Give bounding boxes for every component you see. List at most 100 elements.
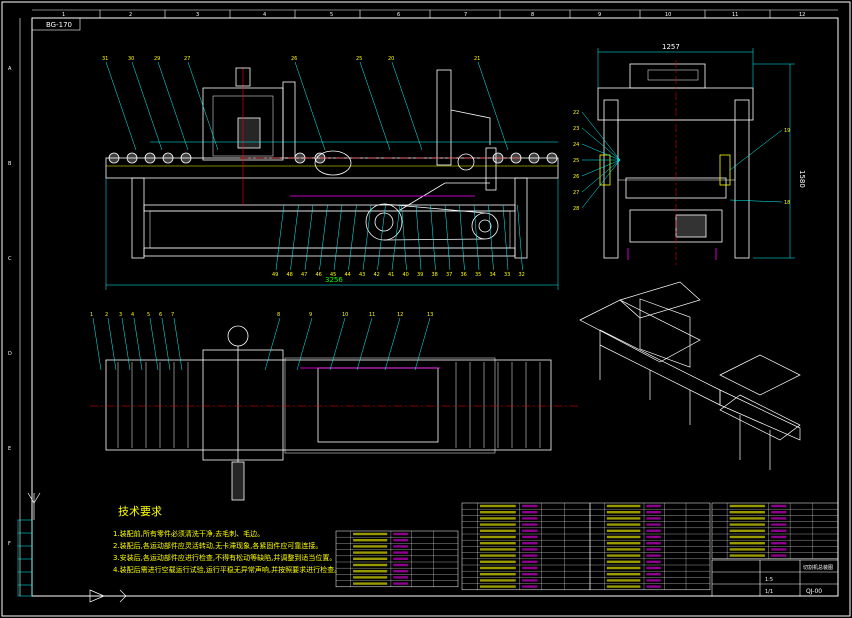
leader-line <box>333 204 343 271</box>
parts-table-entry <box>606 554 641 557</box>
parts-table-entry <box>646 585 661 588</box>
title-block-name: 切割机总装图 <box>803 564 833 571</box>
leader-line <box>131 61 163 151</box>
parts-table-entry <box>606 560 641 563</box>
parts-table-entry <box>606 529 641 532</box>
plan-callout-12: 12 <box>397 312 403 318</box>
parts-table-entry <box>479 560 516 563</box>
side-callout-26: 26 <box>573 174 579 180</box>
front-callout-48: 48 <box>287 272 293 278</box>
leader-line <box>173 317 183 371</box>
parts-table-entry <box>771 517 787 520</box>
leader-line <box>377 204 386 271</box>
parts-table-entry <box>771 511 787 514</box>
leader-line <box>729 129 783 171</box>
zone-number-9: 9 <box>598 12 601 18</box>
parts-table-entry <box>522 554 538 557</box>
leader-line <box>391 61 423 151</box>
parts-table-entry <box>606 566 641 570</box>
front-callout-20: 20 <box>388 56 394 62</box>
parts-table-entry <box>353 563 388 567</box>
drawing-code-text: BG-170 <box>46 21 72 29</box>
parts-table-entry <box>393 532 408 536</box>
leader-line <box>105 61 137 151</box>
parts-table-entry <box>479 517 516 520</box>
front-callout-27: 27 <box>184 56 190 62</box>
parts-table-entry <box>522 504 538 508</box>
leader-line <box>359 61 391 151</box>
front-callout-34: 34 <box>490 272 496 278</box>
parts-table-entry <box>479 504 516 508</box>
leader-line <box>581 111 621 161</box>
zone-letter-C: C <box>8 256 12 262</box>
parts-table-entry <box>771 548 787 551</box>
zone-number-8: 8 <box>531 12 534 18</box>
parts-table-entry <box>393 557 408 560</box>
parts-table-entry <box>606 579 641 582</box>
zone-letter-D: D <box>8 351 12 357</box>
parts-table-entry <box>646 554 661 557</box>
parts-table-entry <box>479 579 516 582</box>
parts-table-entry <box>606 535 641 539</box>
plan-callout-5: 5 <box>147 312 150 318</box>
leader-line <box>414 317 431 371</box>
parts-table-entry <box>646 523 661 526</box>
view-arrow-markers <box>27 492 132 603</box>
leader-line <box>362 204 372 271</box>
side-callout-22: 22 <box>573 110 579 116</box>
front-callout-45: 45 <box>330 272 336 278</box>
plan-callout-6: 6 <box>159 312 162 318</box>
front-callout-43: 43 <box>359 272 365 278</box>
front-callout-44: 44 <box>345 272 351 278</box>
parts-table-entry <box>771 523 787 526</box>
leader-line <box>319 204 328 271</box>
parts-table-entry <box>479 542 516 545</box>
front-length-label: 3256 <box>325 276 343 284</box>
parts-table-entry <box>353 545 388 548</box>
side-dimensions <box>597 48 795 259</box>
title-block-sheet: 1/1 <box>765 589 773 595</box>
plan-callout-9: 9 <box>309 312 312 318</box>
side-callout-19: 19 <box>784 128 790 134</box>
parts-table-entry <box>479 585 516 588</box>
leader-line <box>729 199 783 203</box>
parts-table-entry <box>353 576 388 579</box>
front-callout-36: 36 <box>461 272 467 278</box>
parts-table-entry <box>479 529 516 532</box>
zone-number-7: 7 <box>464 12 467 18</box>
parts-table-entry <box>646 511 661 514</box>
parts-table-entry <box>353 582 388 585</box>
zone-number-2: 2 <box>129 12 132 18</box>
parts-table-entry <box>729 542 765 545</box>
front-callout-46: 46 <box>316 272 322 278</box>
drawing-code-box <box>31 17 81 31</box>
plan-view <box>105 325 552 501</box>
leader-line <box>264 317 281 371</box>
parts-table-entry <box>646 560 661 563</box>
leader-line <box>92 317 102 371</box>
parts-table-entry <box>771 554 787 557</box>
parts-table-entry <box>479 548 516 551</box>
plan-callout-2: 2 <box>105 312 108 318</box>
side-callout-27: 27 <box>573 190 579 196</box>
leader-line <box>473 204 480 271</box>
parts-table-entry <box>522 511 538 514</box>
front-callout-25: 25 <box>356 56 362 62</box>
tech-requirement-1: 1.装配前,所有零件必须清洗干净,去毛刺、毛边。 <box>113 530 265 538</box>
leader-line <box>275 204 285 271</box>
plan-callout-4: 4 <box>131 312 134 318</box>
parts-table-entry <box>522 535 538 539</box>
plan-callout-13: 13 <box>427 312 433 318</box>
front-callout-42: 42 <box>374 272 380 278</box>
leader-line <box>107 317 117 371</box>
front-callout-38: 38 <box>432 272 438 278</box>
plan-callout-8: 8 <box>277 312 280 318</box>
leader-line <box>391 204 401 271</box>
leader-line <box>581 143 621 161</box>
front-callout-33: 33 <box>504 272 510 278</box>
leader-line <box>444 204 451 271</box>
